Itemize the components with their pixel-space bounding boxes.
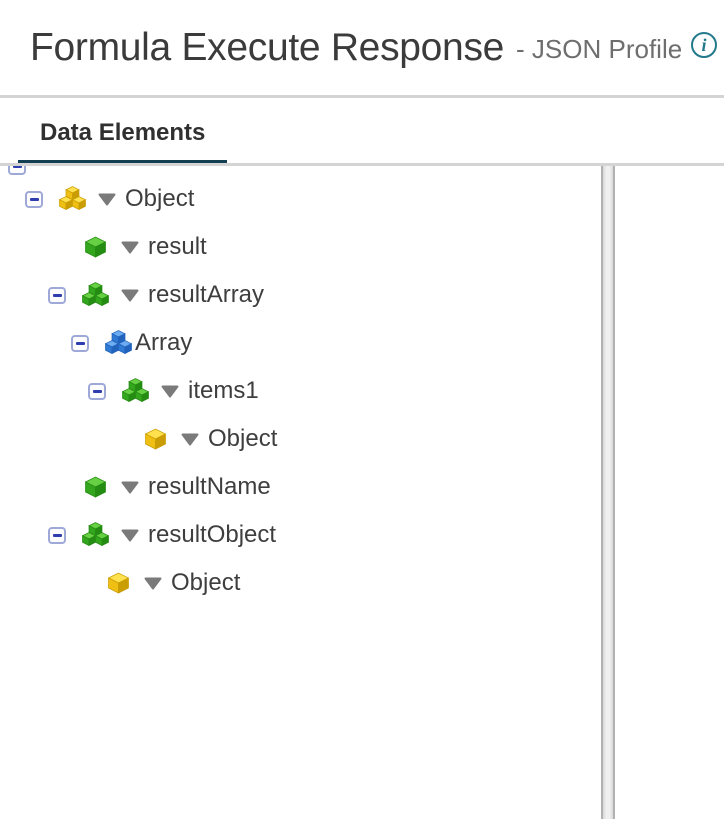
node-label[interactable]: Object [171,569,241,596]
node-label[interactable]: Object [125,185,195,212]
node-label[interactable]: resultObject [148,521,277,548]
chevron-down-icon[interactable] [121,289,139,302]
tree-node-resultobject[interactable]: resultObject [0,511,601,559]
node-label[interactable]: items1 [188,377,259,404]
page-subtitle: - JSON Profile [516,34,683,64]
content-divider [0,163,724,166]
collapse-icon[interactable] [48,286,66,304]
chevron-down-icon[interactable] [144,577,162,590]
cube-yellow-icon [105,570,132,596]
collapse-icon[interactable] [48,526,66,544]
header: Formula Execute Response - JSON Profile … [0,0,724,95]
root-collapse-icon[interactable] [8,166,26,175]
svg-text:i: i [702,35,707,55]
minus-glyph [92,389,102,393]
minus-glyph [52,533,62,537]
chevron-down-icon[interactable] [121,529,139,542]
tree-node-array[interactable]: Array [0,319,601,367]
node-label[interactable]: Array [135,329,193,356]
tree-node-object[interactable]: Object [0,175,601,223]
tree-node-items1[interactable]: items1 [0,367,601,415]
cubes-yellow-icon [59,186,86,212]
collapse-icon[interactable] [71,334,89,352]
node-label[interactable]: result [148,233,207,260]
cubes-green-icon [122,378,149,404]
collapse-icon[interactable] [88,382,106,400]
pane-splitter[interactable] [601,166,615,819]
tree-node-resultname[interactable]: resultName [0,463,601,511]
minus-glyph [75,341,85,345]
tab-data-elements[interactable]: Data Elements [18,98,228,166]
cube-yellow-icon [142,426,169,452]
minus-glyph [12,166,22,168]
chevron-down-icon[interactable] [121,241,139,254]
tree-node-object[interactable]: Object [0,559,601,607]
cubes-blue-icon [105,330,132,356]
node-label[interactable]: Object [208,425,278,452]
node-label[interactable]: resultName [148,473,271,500]
collapse-icon[interactable] [25,190,43,208]
cubes-green-icon [82,522,109,548]
detail-pane [615,166,724,822]
cube-green-icon [82,234,109,260]
chevron-down-icon[interactable] [98,193,116,206]
chevron-down-icon[interactable] [161,385,179,398]
info-icon[interactable]: i [690,31,718,59]
node-label[interactable]: resultArray [148,281,265,308]
tree-node-object[interactable]: Object [0,415,601,463]
tab-label: Data Elements [40,119,206,146]
minus-glyph [29,197,39,201]
cubes-green-icon [82,282,109,308]
tab-bar: Data Elements [0,98,724,166]
header-divider [0,95,724,98]
tree-node-result[interactable]: result [0,223,601,271]
tree-node-resultarray[interactable]: resultArray [0,271,601,319]
chevron-down-icon[interactable] [121,481,139,494]
page-title: Formula Execute Response [30,25,505,69]
chevron-down-icon[interactable] [181,433,199,446]
cube-green-icon [82,474,109,500]
minus-glyph [52,293,62,297]
